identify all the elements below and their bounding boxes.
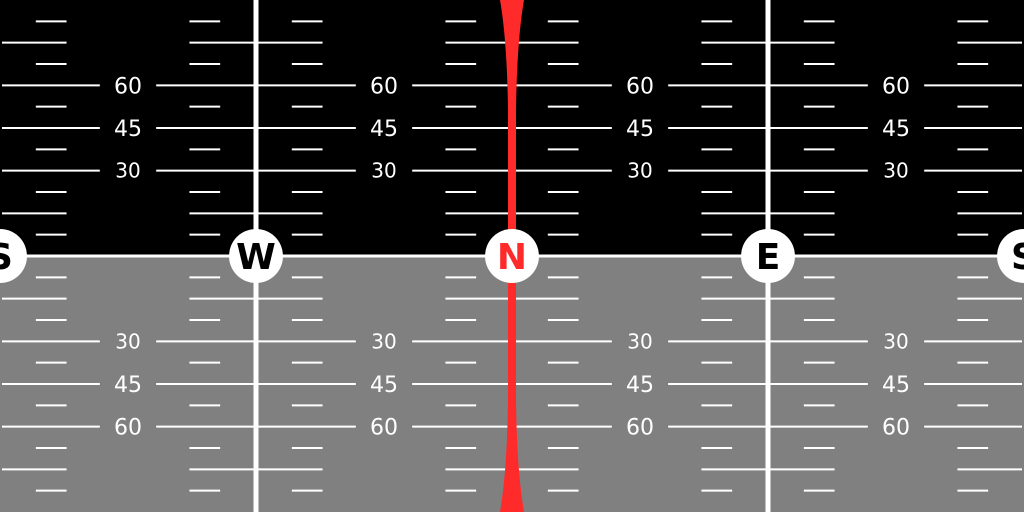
cardinal-badge-w-1	[229, 229, 283, 283]
pitch-label-lower-30: 30	[371, 329, 396, 353]
pitch-label-upper-45: 45	[114, 117, 142, 142]
cardinal-markers: SWNES	[0, 229, 1024, 283]
pitch-label-lower-45: 45	[882, 373, 910, 398]
cardinal-label-w-1: W	[236, 237, 276, 278]
pitch-label-upper-45: 45	[626, 117, 654, 142]
cardinal-label-s-0: S	[0, 237, 13, 278]
pitch-label-lower-30: 30	[627, 329, 652, 353]
pitch-label-upper-30: 30	[883, 159, 908, 183]
cardinal-label-n-2: N	[497, 237, 527, 278]
pitch-label-lower-45: 45	[626, 373, 654, 398]
pitch-label-upper-30: 30	[627, 159, 652, 183]
cardinal-badge-n-2	[485, 229, 539, 283]
pitch-label-upper-60: 60	[114, 74, 142, 99]
pitch-label-upper-45: 45	[370, 117, 398, 142]
pitch-label-lower-60: 60	[370, 416, 398, 441]
cardinal-label-s-4: S	[1011, 237, 1024, 278]
pitch-label-upper-60: 60	[370, 74, 398, 99]
cardinal-badge-e-3	[741, 229, 795, 283]
pitch-label-lower-60: 60	[114, 416, 142, 441]
cardinal-badge-s-4	[997, 229, 1024, 283]
pitch-label-upper-30: 30	[371, 159, 396, 183]
pitch-label-lower-60: 60	[882, 416, 910, 441]
pitch-label-lower-60: 60	[626, 416, 654, 441]
cardinal-label-e-3: E	[756, 237, 781, 278]
pitch-label-lower-30: 30	[115, 329, 140, 353]
pitch-label-upper-30: 30	[115, 159, 140, 183]
cardinal-badge-s-0	[0, 229, 27, 283]
pitch-label-lower-45: 45	[370, 373, 398, 398]
pitch-ladders: 30 30 45 45 60 60 30 30 45 45 60 60 30 30 45 45 60 60 30 30…	[2, 20, 1022, 492]
pitch-label-lower-45: 45	[114, 373, 142, 398]
pitch-label-lower-30: 30	[883, 329, 908, 353]
pitch-label-upper-45: 45	[882, 117, 910, 142]
pitch-label-upper-60: 60	[626, 74, 654, 99]
pitch-label-upper-60: 60	[882, 74, 910, 99]
